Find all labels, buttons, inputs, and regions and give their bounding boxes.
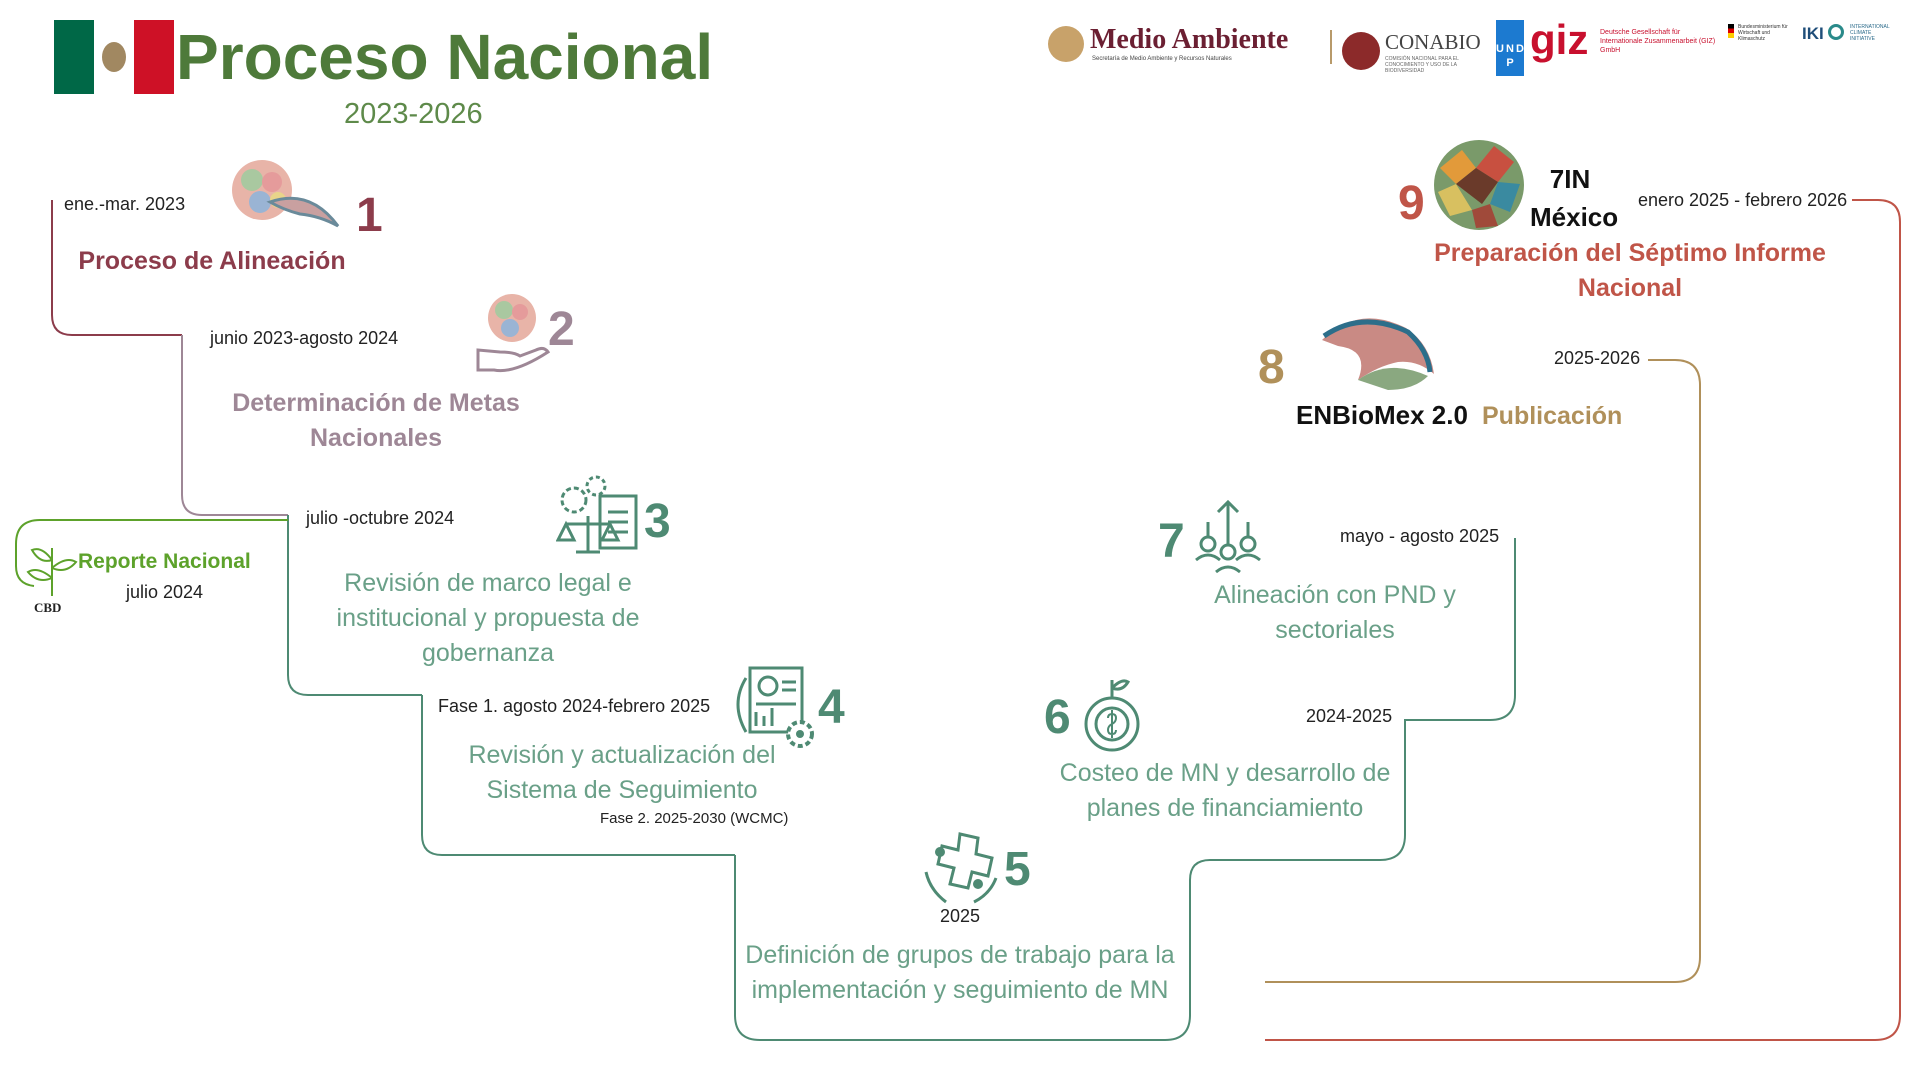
connector-4: [421, 695, 735, 856]
hand-globe-icon: [476, 294, 551, 373]
step7-label: Alineación con PND y sectoriales: [1180, 578, 1490, 648]
step1-number: 1: [356, 189, 383, 242]
step9-badge-line: 7IN: [1549, 164, 1591, 194]
medio-ambiente-sub: Secretaría de Medio Ambiente y Recursos …: [1092, 56, 1232, 62]
connector-8: [1265, 359, 1701, 983]
step9-badge-line: México: [1530, 202, 1619, 232]
step3-label-line: gobernanza: [421, 639, 555, 667]
step5-number: 5: [1004, 843, 1031, 896]
step6-label-line: Costeo de MN y desarrollo de: [1059, 759, 1391, 787]
page-period: 2023-2026: [344, 98, 483, 130]
step5-date: 2025: [940, 906, 981, 926]
step4-date: Fase 1. agosto 2024-febrero 2025: [438, 696, 711, 716]
step2-label: Determinación de Metas Nacionales: [186, 386, 566, 456]
step5-label-line: implementación y seguimiento de MN: [751, 976, 1169, 1004]
step9-date: enero 2025 - febrero 2026: [1638, 190, 1848, 210]
seal-icon: [1048, 26, 1084, 62]
step6-number: 6: [1044, 691, 1071, 744]
step8-date: 2025-2026: [1554, 348, 1641, 368]
plant-icon: [26, 548, 78, 596]
step4-label: Revisión y actualización del Sistema de …: [446, 738, 798, 808]
page-title: Proceso Nacional: [176, 21, 714, 93]
step4-date-phase2: Fase 2. 2025-2030 (WCMC): [600, 810, 789, 827]
step9-label: Preparación del Séptimo Informe Nacional: [1400, 236, 1860, 306]
enbiomex-swoosh-icon: [1322, 318, 1434, 390]
connector-report: [15, 519, 288, 587]
step3-label: Revisión de marco legal e institucional …: [312, 566, 664, 671]
connector-5: [734, 719, 1490, 1041]
legal-scale-document-icon: [556, 475, 638, 554]
giz-logo: giz: [1530, 16, 1589, 63]
report-title: Reporte Nacional: [78, 550, 251, 573]
step8-label-b: Publicación: [1482, 402, 1623, 430]
report-org: CBD: [34, 600, 62, 615]
bmwk-logo: Bundesministerium für Wirtschaft und Kli…: [1738, 24, 1788, 42]
biodiversity-globe-icon: [232, 160, 340, 228]
step7-number: 7: [1158, 515, 1185, 568]
step6-date: 2024-2025: [1306, 706, 1393, 726]
step5-label-line: Definición de grupos de trabajo para la: [745, 941, 1175, 969]
connector-3: [287, 515, 422, 696]
step4-label-line: Sistema de Seguimiento: [486, 776, 758, 804]
step4-label-line: Revisión y actualización del: [468, 741, 776, 769]
step7-label-line: sectoriales: [1275, 616, 1395, 644]
mosaic-globe-icon: [1434, 140, 1524, 230]
medio-ambiente-logo: Medio Ambiente: [1090, 24, 1289, 55]
giz-sub: Deutsche Gesellschaft für Internationale…: [1600, 29, 1716, 54]
german-flag-icon: [1728, 24, 1734, 38]
iki-icon: [1828, 24, 1844, 40]
iki-sub: INTERNATIONAL CLIMATE INITIATIVE: [1850, 24, 1890, 42]
step1-label: Proceso de Alineación: [70, 244, 354, 279]
conabio-sub: COMISIÓN NACIONAL PARA EL CONOCIMIENTO Y…: [1385, 56, 1459, 74]
step3-label-line: institucional y propuesta de: [336, 604, 640, 632]
conabio-icon: [1342, 32, 1380, 70]
step1-date: ene.-mar. 2023: [64, 194, 186, 214]
step3-number: 3: [644, 495, 671, 548]
logo-divider: [1330, 30, 1332, 64]
step8-label-a: ENBioMex 2.0: [1296, 400, 1468, 430]
partner-logos: Medio Ambiente Secretaría de Medio Ambie…: [1040, 16, 1890, 80]
step2-date: junio 2023-agosto 2024: [210, 328, 399, 348]
step2-number: 2: [548, 303, 575, 356]
step8-number: 8: [1258, 341, 1285, 394]
step7-date: mayo - agosto 2025: [1340, 526, 1500, 546]
iki-logo: IKI: [1802, 24, 1824, 43]
puzzle-team-icon: [924, 832, 998, 904]
mexico-flag-icon: [54, 20, 174, 94]
connector-1: [51, 200, 182, 336]
step5-label: Definición de grupos de trabajo para la …: [720, 938, 1200, 1008]
step7-label-line: Alineación con PND y: [1214, 581, 1456, 609]
step9-badge: 7IN México: [1530, 160, 1619, 236]
connector-2: [181, 335, 288, 516]
connector-7: [1489, 538, 1516, 721]
step9-label-line: Preparación del Séptimo Informe: [1434, 239, 1826, 267]
step3-date: julio -octubre 2024: [306, 508, 455, 528]
money-plant-icon: [1084, 679, 1140, 752]
step2-label-line: Determinación de Metas: [232, 389, 520, 417]
people-growth-icon: [1195, 499, 1261, 574]
step2-label-line: Nacionales: [309, 424, 442, 452]
connector-9: [1265, 199, 1901, 1041]
step9-label-line: Nacional: [1577, 274, 1683, 302]
step9-number: 9: [1398, 177, 1425, 230]
monitoring-report-icon: [736, 666, 814, 748]
step6-label: Costeo de MN y desarrollo de planes de f…: [1040, 756, 1410, 826]
conabio-logo: CONABIO: [1385, 30, 1481, 54]
undp-logo: U N D P: [1496, 20, 1524, 76]
step3-label-line: Revisión de marco legal e: [344, 569, 632, 597]
step4-number: 4: [818, 681, 845, 734]
report-date: julio 2024: [126, 582, 204, 602]
step6-label-line: planes de financiamiento: [1086, 794, 1364, 822]
step1-label-line: Proceso de Alineación: [78, 247, 346, 275]
